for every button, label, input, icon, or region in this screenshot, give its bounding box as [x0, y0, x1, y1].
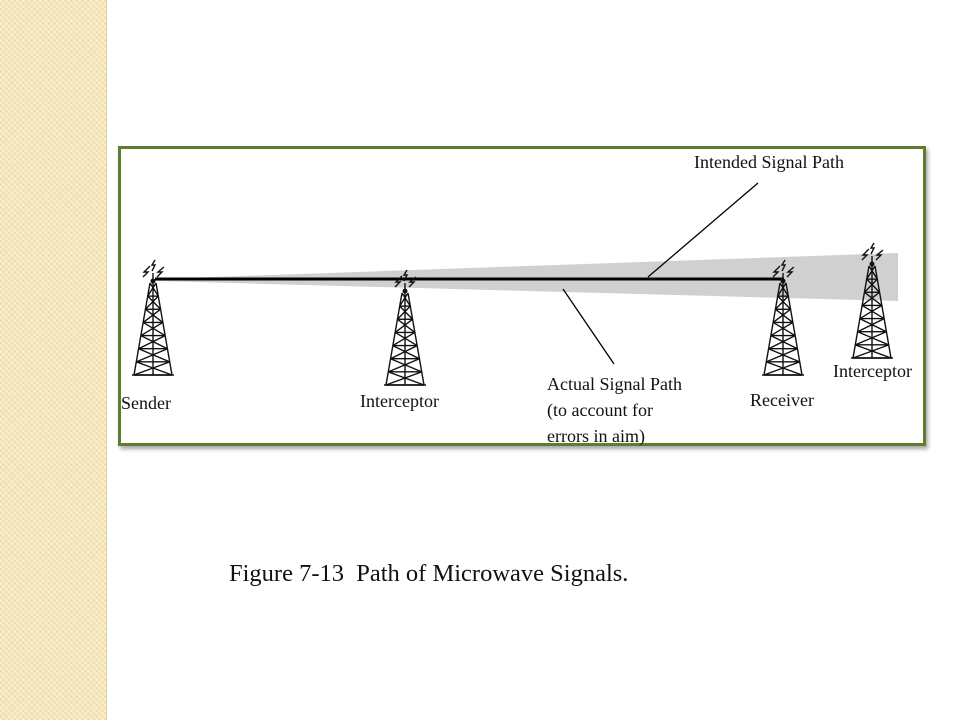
- actual-path-leader: [562, 288, 615, 365]
- sender-label: Sender: [121, 393, 171, 413]
- interceptor-label: Interceptor: [360, 391, 439, 411]
- figure-caption: Figure 7-13 Path of Microwave Signals.: [229, 560, 629, 587]
- decorative-side-strip: [0, 0, 107, 720]
- actual-path-label-line1: Actual Signal Path: [547, 374, 682, 394]
- interceptor-label: Interceptor: [833, 361, 912, 381]
- actual-path-label-line3: errors in aim): [547, 426, 645, 447]
- actual-signal-beam: [157, 253, 898, 301]
- intended-path-leader: [647, 182, 759, 278]
- interceptor-tower-icon: [384, 269, 426, 386]
- sender-tower-icon: [132, 259, 174, 376]
- actual-path-label-line2: (to account for: [547, 400, 653, 421]
- intended-path-label: Intended Signal Path: [694, 152, 844, 172]
- receiver-tower-icon: [762, 259, 804, 376]
- receiver-label: Receiver: [750, 390, 814, 410]
- interceptor-tower-icon: [851, 242, 893, 359]
